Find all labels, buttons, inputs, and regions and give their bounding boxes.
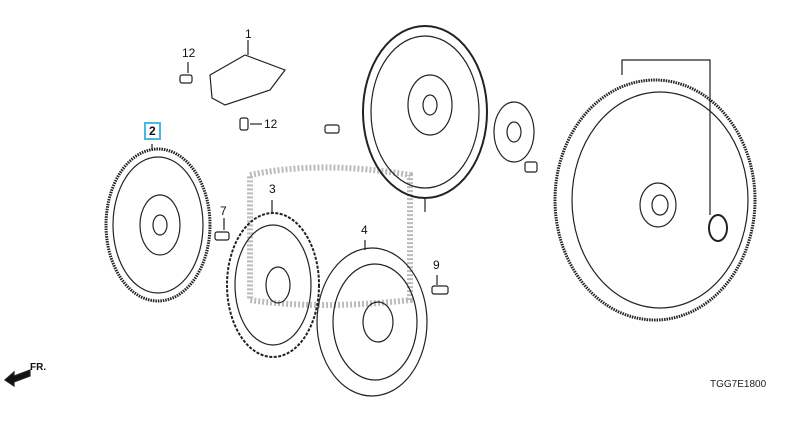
callout-label-1[interactable]: 1: [245, 27, 252, 41]
bolt-part-12[interactable]: [239, 117, 262, 131]
bolt-part-12[interactable]: [179, 62, 193, 84]
honda-watermark: [247, 164, 413, 308]
callout-label-12[interactable]: 12: [264, 117, 278, 131]
bolt-part-9[interactable]: [431, 275, 449, 295]
shim-plate-part[interactable]: [493, 101, 535, 163]
pressure-plate-part-4[interactable]: [316, 240, 428, 397]
callout-label-4[interactable]: 4: [361, 223, 368, 237]
clutch-disc-part-3[interactable]: [226, 200, 320, 358]
callout-label-2-highlighted[interactable]: 2: [144, 122, 161, 140]
callout-label-9[interactable]: 9: [433, 258, 440, 272]
bolt-part[interactable]: [324, 124, 340, 134]
front-direction-arrow-icon: [4, 369, 31, 388]
callout-label-7[interactable]: 7: [220, 204, 227, 218]
callout-label-3[interactable]: 3: [269, 182, 276, 196]
bolt-part[interactable]: [524, 161, 538, 173]
drive-plate-part[interactable]: [362, 25, 488, 212]
callout-label-12[interactable]: 12: [182, 46, 196, 60]
torque-converter-part[interactable]: [553, 59, 757, 322]
dual-mass-flywheel-part-2[interactable]: [104, 144, 212, 303]
diagram-code: TGG7E1800: [710, 379, 767, 390]
bracket-part-1[interactable]: [209, 54, 286, 106]
o-ring-part[interactable]: [708, 214, 728, 242]
direction-label: FR.: [30, 362, 47, 373]
bolt-part-7[interactable]: [214, 218, 230, 241]
